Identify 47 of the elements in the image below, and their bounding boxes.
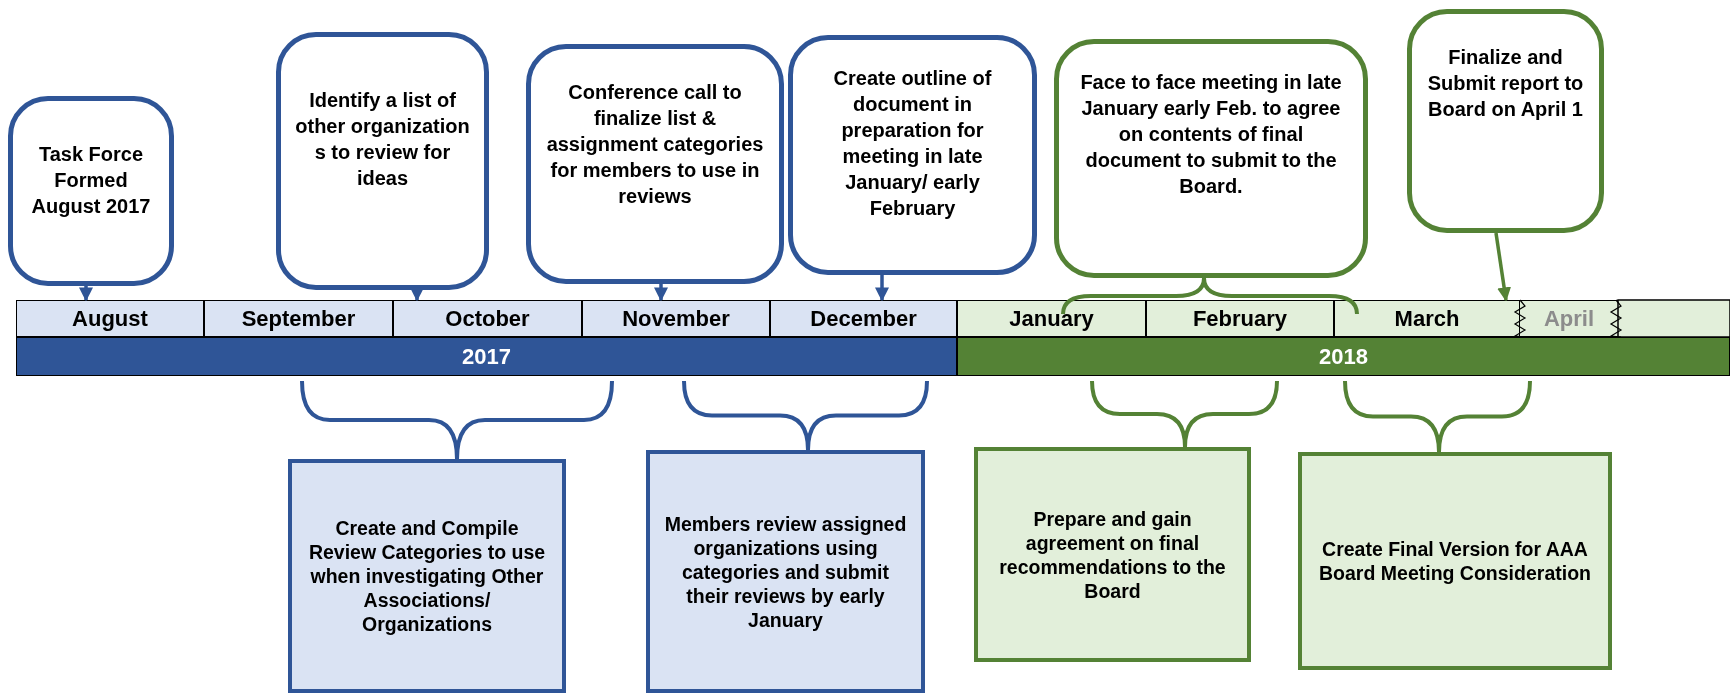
task-box	[974, 447, 1251, 662]
month-cell	[770, 300, 957, 337]
month-cell	[1146, 300, 1334, 337]
callout-text: Task Force Formed August 2017	[30, 142, 152, 219]
month-cell	[16, 300, 204, 337]
month-label: November	[622, 305, 730, 332]
year-bar	[16, 337, 957, 376]
callout-text: Create outline of document in preparation for meeting in late January/ early February	[832, 66, 993, 221]
arrow	[410, 287, 424, 302]
month-label: December	[810, 305, 917, 332]
callout-box	[8, 96, 174, 286]
month-label: April	[1543, 305, 1595, 332]
task-box	[1298, 452, 1612, 670]
month-cell	[582, 300, 770, 337]
callout-box	[788, 35, 1037, 275]
year-label: 2018	[1319, 343, 1368, 370]
month-cell	[957, 300, 1146, 337]
month-label: March	[1394, 305, 1460, 332]
month-label: August	[72, 305, 148, 332]
arrow	[654, 284, 668, 302]
month-cell	[393, 300, 582, 337]
arrow	[1494, 232, 1512, 302]
task-text: Prepare and gain agreement on final recommendations to the Board	[998, 506, 1227, 603]
callout-text: Finalize and Submit report to Board on April 1	[1426, 45, 1585, 122]
year-bar	[957, 337, 1730, 376]
callout-box	[1054, 39, 1368, 278]
callout-box	[276, 32, 489, 290]
callout-text: Face to face meeting in late January early Feb. to agree on contents of final document to submit to the Board.	[1079, 70, 1343, 199]
year-label: 2017	[462, 343, 511, 370]
month-label: January	[1009, 305, 1094, 332]
callout-box	[1407, 9, 1604, 233]
month-cell	[1334, 300, 1520, 337]
arrow	[79, 286, 93, 302]
task-text: Members review assigned organizations using categories and submit their reviews by early January	[663, 511, 908, 632]
month-label: October	[445, 305, 530, 332]
callout-text: Conference call to finalize list & assignment categories for members to use in reviews	[545, 80, 765, 209]
callout-box	[526, 44, 784, 284]
month-cell	[204, 300, 393, 337]
month-label: September	[241, 305, 356, 332]
month-cell	[1520, 300, 1618, 337]
callout-text: Identify a list of other organization s to review for ideas	[294, 88, 471, 191]
task-box	[288, 459, 566, 693]
task-box	[646, 450, 925, 693]
arrow	[875, 275, 889, 302]
task-text: Create and Compile Review Categories to use when investigating Other Associations/ Organizations	[307, 516, 547, 636]
month-label: February	[1192, 305, 1288, 332]
task-text: Create Final Version for AAA Board Meeting Consideration	[1318, 537, 1592, 585]
